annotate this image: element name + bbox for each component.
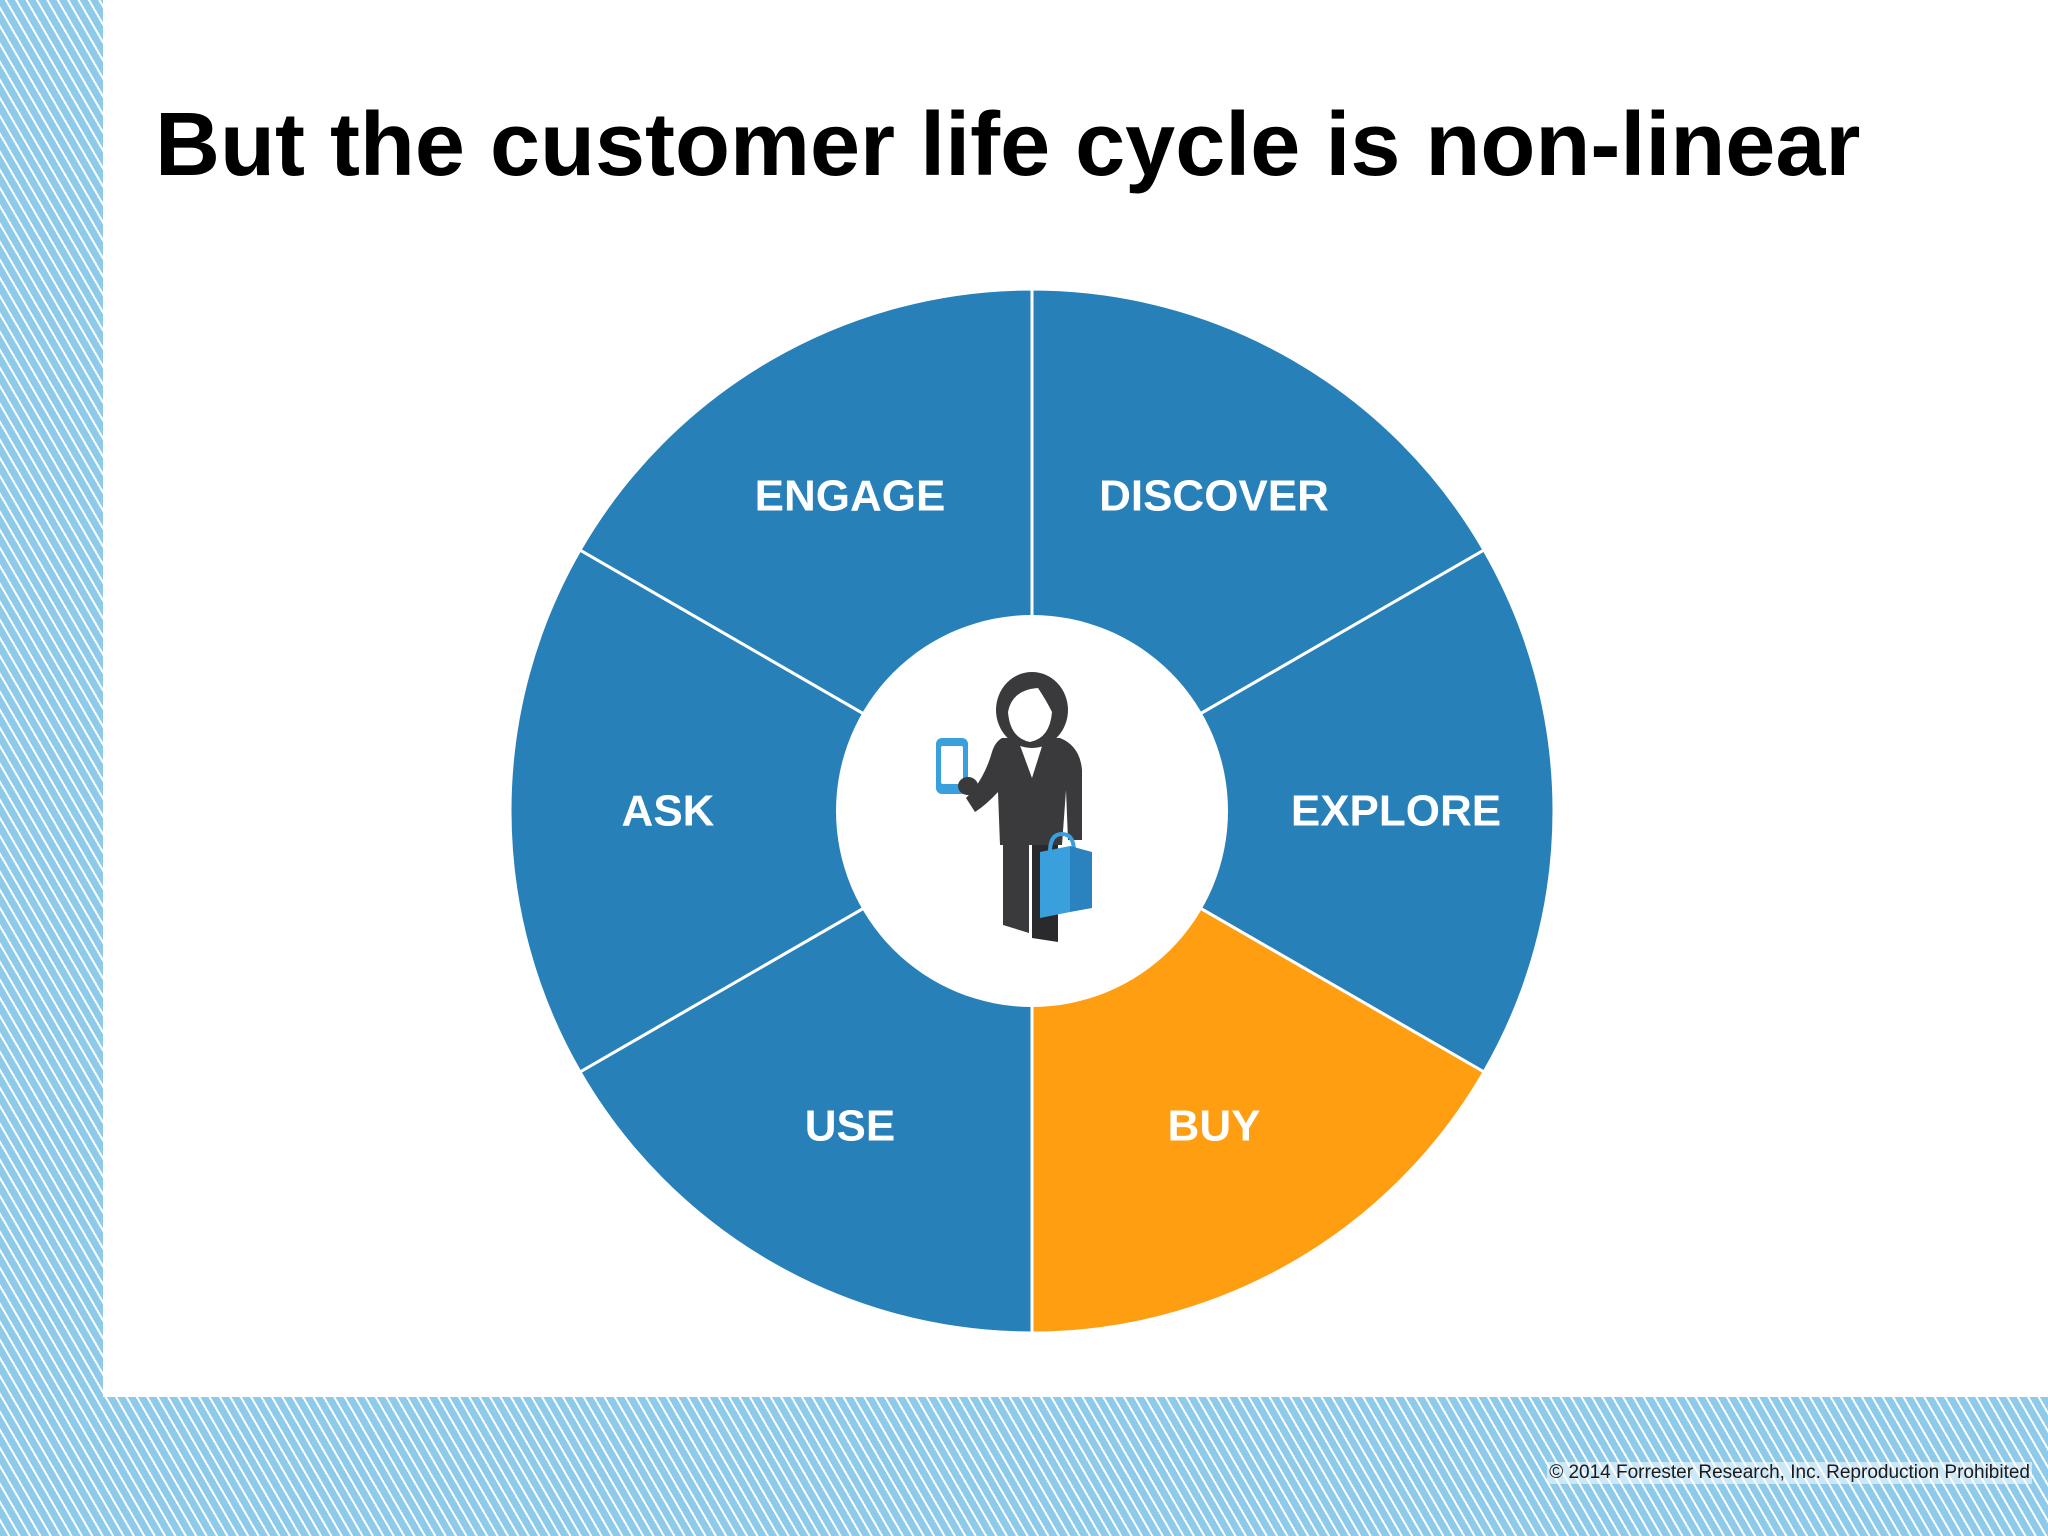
slide-title: But the customer life cycle is non-linea… [155, 95, 1861, 195]
wheel-segment-ask [508, 547, 1036, 1075]
wheel-label-ask: ASK [622, 787, 715, 836]
shopping-bag-icon [1040, 831, 1092, 918]
wheel-label-explore: EXPLORE [1291, 787, 1501, 836]
wheel-segment-explore [1028, 547, 1556, 1075]
wheel-label-use: USE [805, 1102, 895, 1151]
wheel-label-buy: BUY [1168, 1102, 1261, 1151]
wheel-label-discover: DISCOVER [1099, 471, 1329, 520]
customer-figure-icon [936, 672, 1092, 942]
wheel-labels: DISCOVER EXPLORE BUY USE ASK ENGAGE [622, 471, 1502, 1150]
smartphone-icon [936, 738, 968, 794]
copyright-notice: © 2014 Forrester Research, Inc. Reproduc… [1547, 1462, 2032, 1484]
wheel-label-engage: ENGAGE [755, 471, 946, 520]
